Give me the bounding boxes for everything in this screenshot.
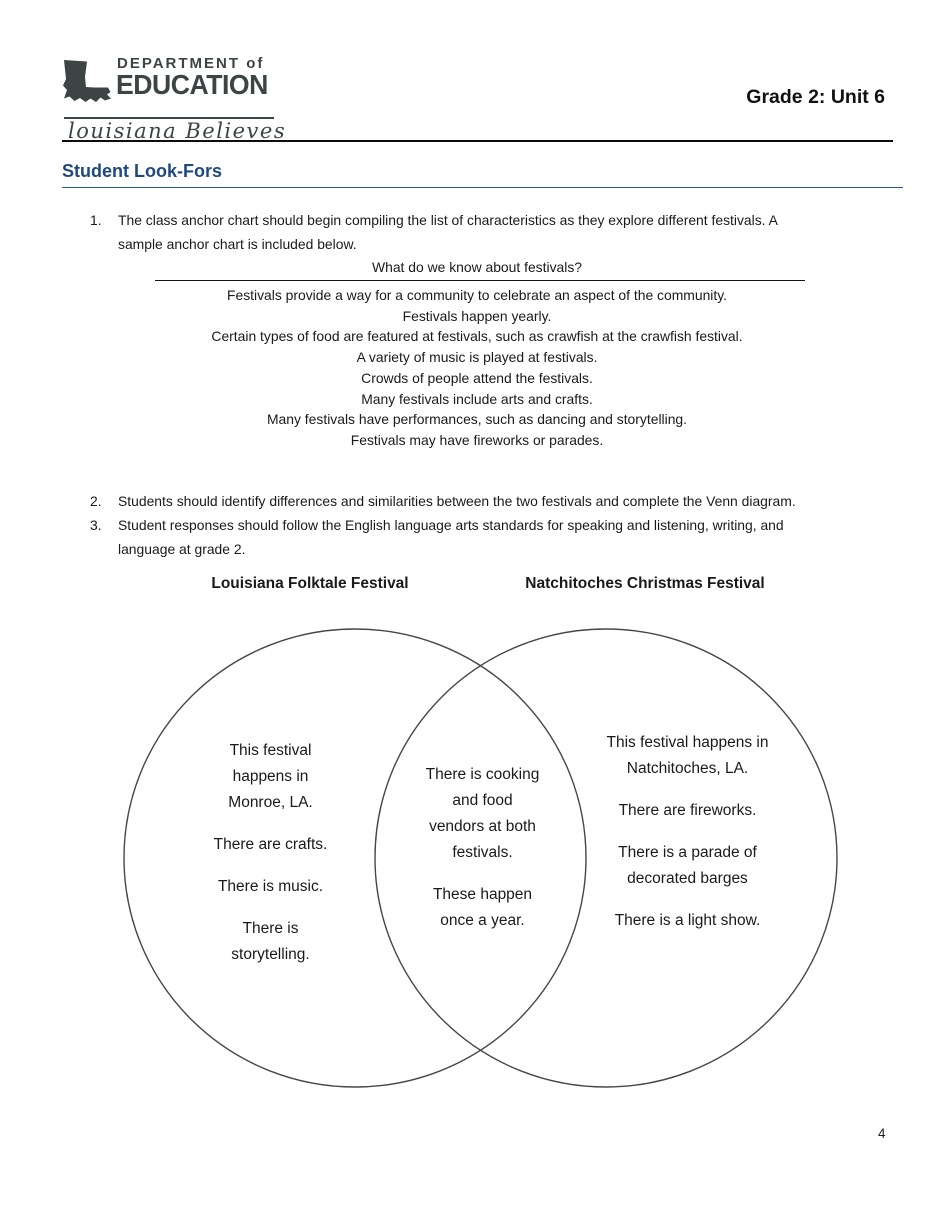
list-item-number: 2. [90,493,102,509]
venn-entry: There are crafts. [213,836,328,853]
anchor-chart-row: A variety of music is played at festival… [356,349,598,366]
page-number: 4 [878,1126,886,1141]
list-item-text: Students should identify differences and… [118,493,796,509]
venn-entry: There is music. [217,878,324,895]
list-item-text: Student responses should follow the Engl… [118,517,784,557]
logo-divider [64,117,274,119]
anchor-chart-row: Crowds of people attend the festivals. [361,369,593,386]
louisiana-state-icon [63,60,111,102]
anchor-chart-row: Festivals provide a way for a community … [226,287,728,303]
anchor-chart-divider [155,280,805,281]
venn-entry: This festival happens in Monroe, LA. [228,742,313,811]
list-item-text: The class anchor chart should begin comp… [118,212,778,252]
venn-entry: There is storytelling. [231,920,310,963]
anchor-chart: What do we know about festivals? Festiva… [147,257,807,451]
list-item-number: 1. [90,212,102,228]
logo-tagline: louisiana Believes [68,119,287,143]
section-title: Student Look-Fors [62,161,903,188]
venn-right-title: Natchitoches Christmas Festival [525,575,765,592]
venn-middle-text: There is cooking and food vendors at bot… [395,762,570,950]
venn-left-circle [123,628,587,1088]
venn-right-circle [374,628,838,1088]
list-item: 3. Student responses should follow the E… [90,513,910,561]
anchor-chart-row: Certain types of food are featured at fe… [211,328,743,345]
header-divider [62,140,893,142]
venn-entry: This festival happens in Natchitoches, L… [606,734,769,777]
anchor-chart-row: Festivals may have fireworks or parades. [350,431,604,448]
venn-circles [123,628,838,1088]
venn-entry: There are fireworks. [618,802,757,819]
list-item: 1. The class anchor chart should begin c… [90,208,910,256]
venn-entry: There is a light show. [614,912,761,929]
anchor-chart-row: Many festivals include arts and crafts. [361,390,593,407]
anchor-chart-row: Festivals happen yearly. [402,307,552,324]
venn-left-title: Louisiana Folktale Festival [211,575,409,592]
list-item: 2. Students should identify differences … [90,489,915,513]
venn-diagram: This festival happens in Monroe, LA. The… [0,600,950,1120]
venn-right-text: This festival happens in Natchitoches, L… [565,730,810,950]
department-of-education-logo: DEPARTMENT of EDUCATION louisiana Believ… [62,46,285,143]
logo-education-text: EDUCATION [116,69,268,100]
anchor-chart-row: Many festivals have performances, such a… [266,411,688,428]
anchor-chart-title: What do we know about festivals? [371,259,582,275]
venn-left-text: This festival happens in Monroe, LA. The… [168,738,373,984]
venn-entry: There is a parade of decorated barges [618,844,757,887]
logo-department-text: DEPARTMENT of [117,55,265,72]
venn-entry: These happen once a year. [432,886,533,929]
list-item-number: 3. [90,517,102,533]
document-title: Grade 2: Unit 6 [746,86,885,108]
venn-entry: There is cooking and food vendors at bot… [425,766,540,861]
